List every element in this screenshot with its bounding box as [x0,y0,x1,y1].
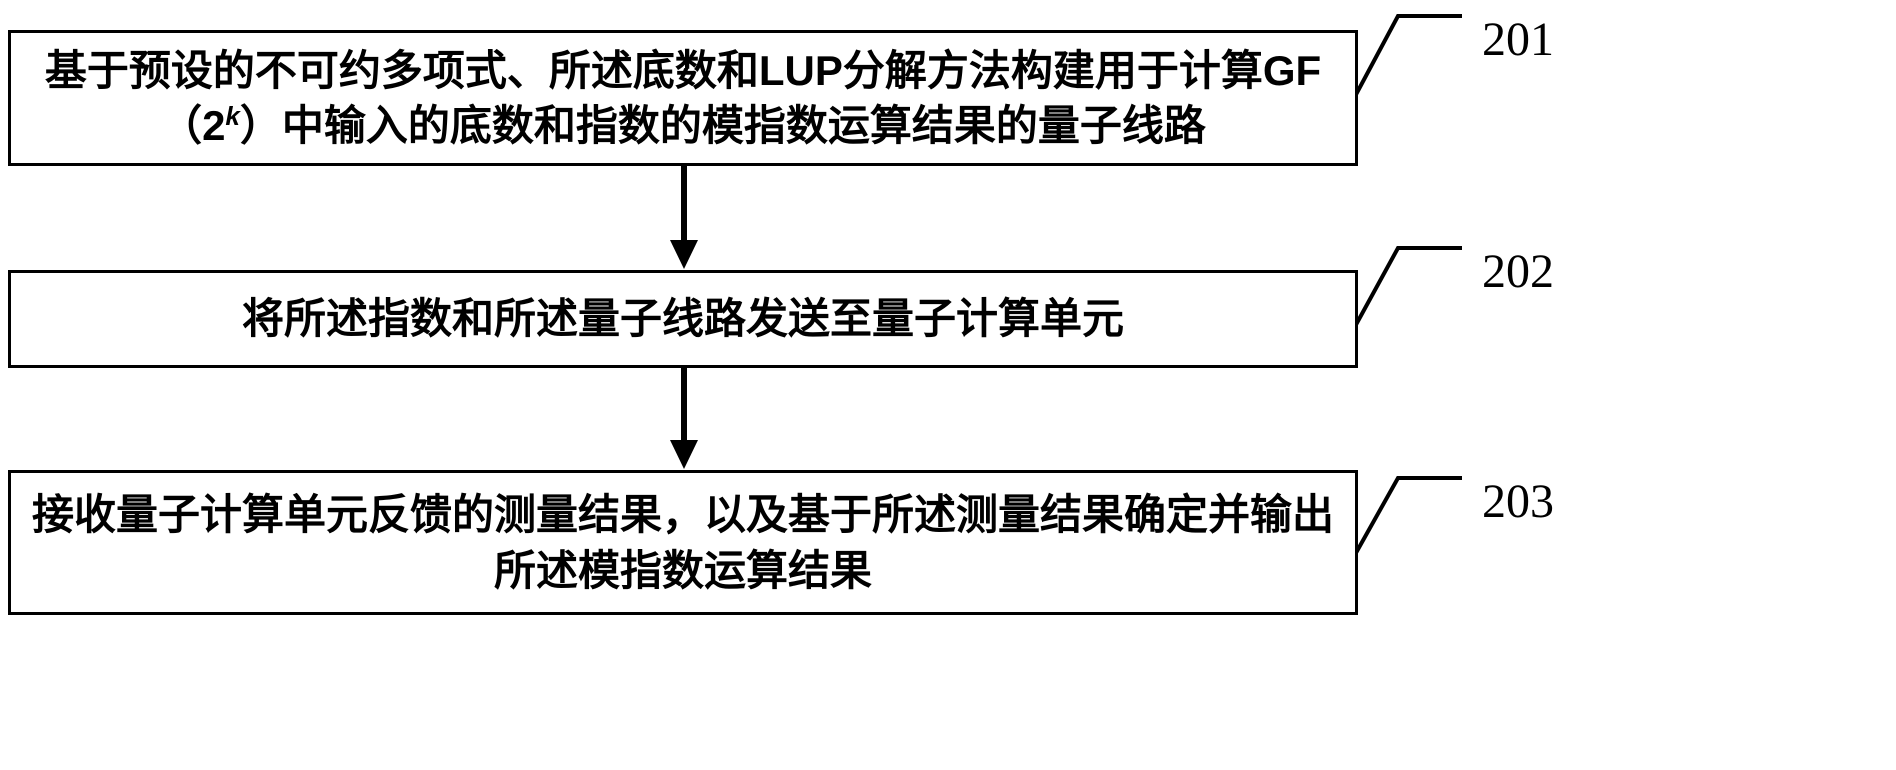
flow-step-1-box: 基于预设的不可约多项式、所述底数和LUP分解方法构建用于计算GF（2k）中输入的… [8,30,1358,166]
leader-line-203 [1350,476,1462,561]
flow-step-1-text: 基于预设的不可约多项式、所述底数和LUP分解方法构建用于计算GF（2k）中输入的… [27,43,1339,154]
flow-step-2-box: 将所述指数和所述量子线路发送至量子计算单元 [8,270,1358,368]
flow-step-1-text-part2: ）中输入的底数和指数的模指数运算结果的量子线路 [239,102,1206,149]
flow-step-2-text: 将所述指数和所述量子线路发送至量子计算单元 [241,295,1124,343]
leader-line-201 [1350,14,1462,103]
flow-step-1-text-part1: 基于预设的不可约多项式、所述底数和LUP分解方法构建用于计算GF（2 [44,46,1322,149]
flow-step-3-text: 接收量子计算单元反馈的测量结果，以及基于所述测量结果确定并输出所述模指数运算结果 [31,491,1334,594]
exponent-k: k [225,101,240,131]
flow-step-3-box: 接收量子计算单元反馈的测量结果，以及基于所述测量结果确定并输出所述模指数运算结果 [8,470,1358,615]
ref-numeral-201: 201 [1482,13,1554,66]
leader-line-202 [1350,246,1462,333]
ref-numeral-202: 202 [1482,245,1554,298]
ref-numeral-203: 203 [1482,475,1554,528]
arrow-step1-to-step2 [670,166,698,269]
arrow-step2-to-step3 [670,368,698,469]
